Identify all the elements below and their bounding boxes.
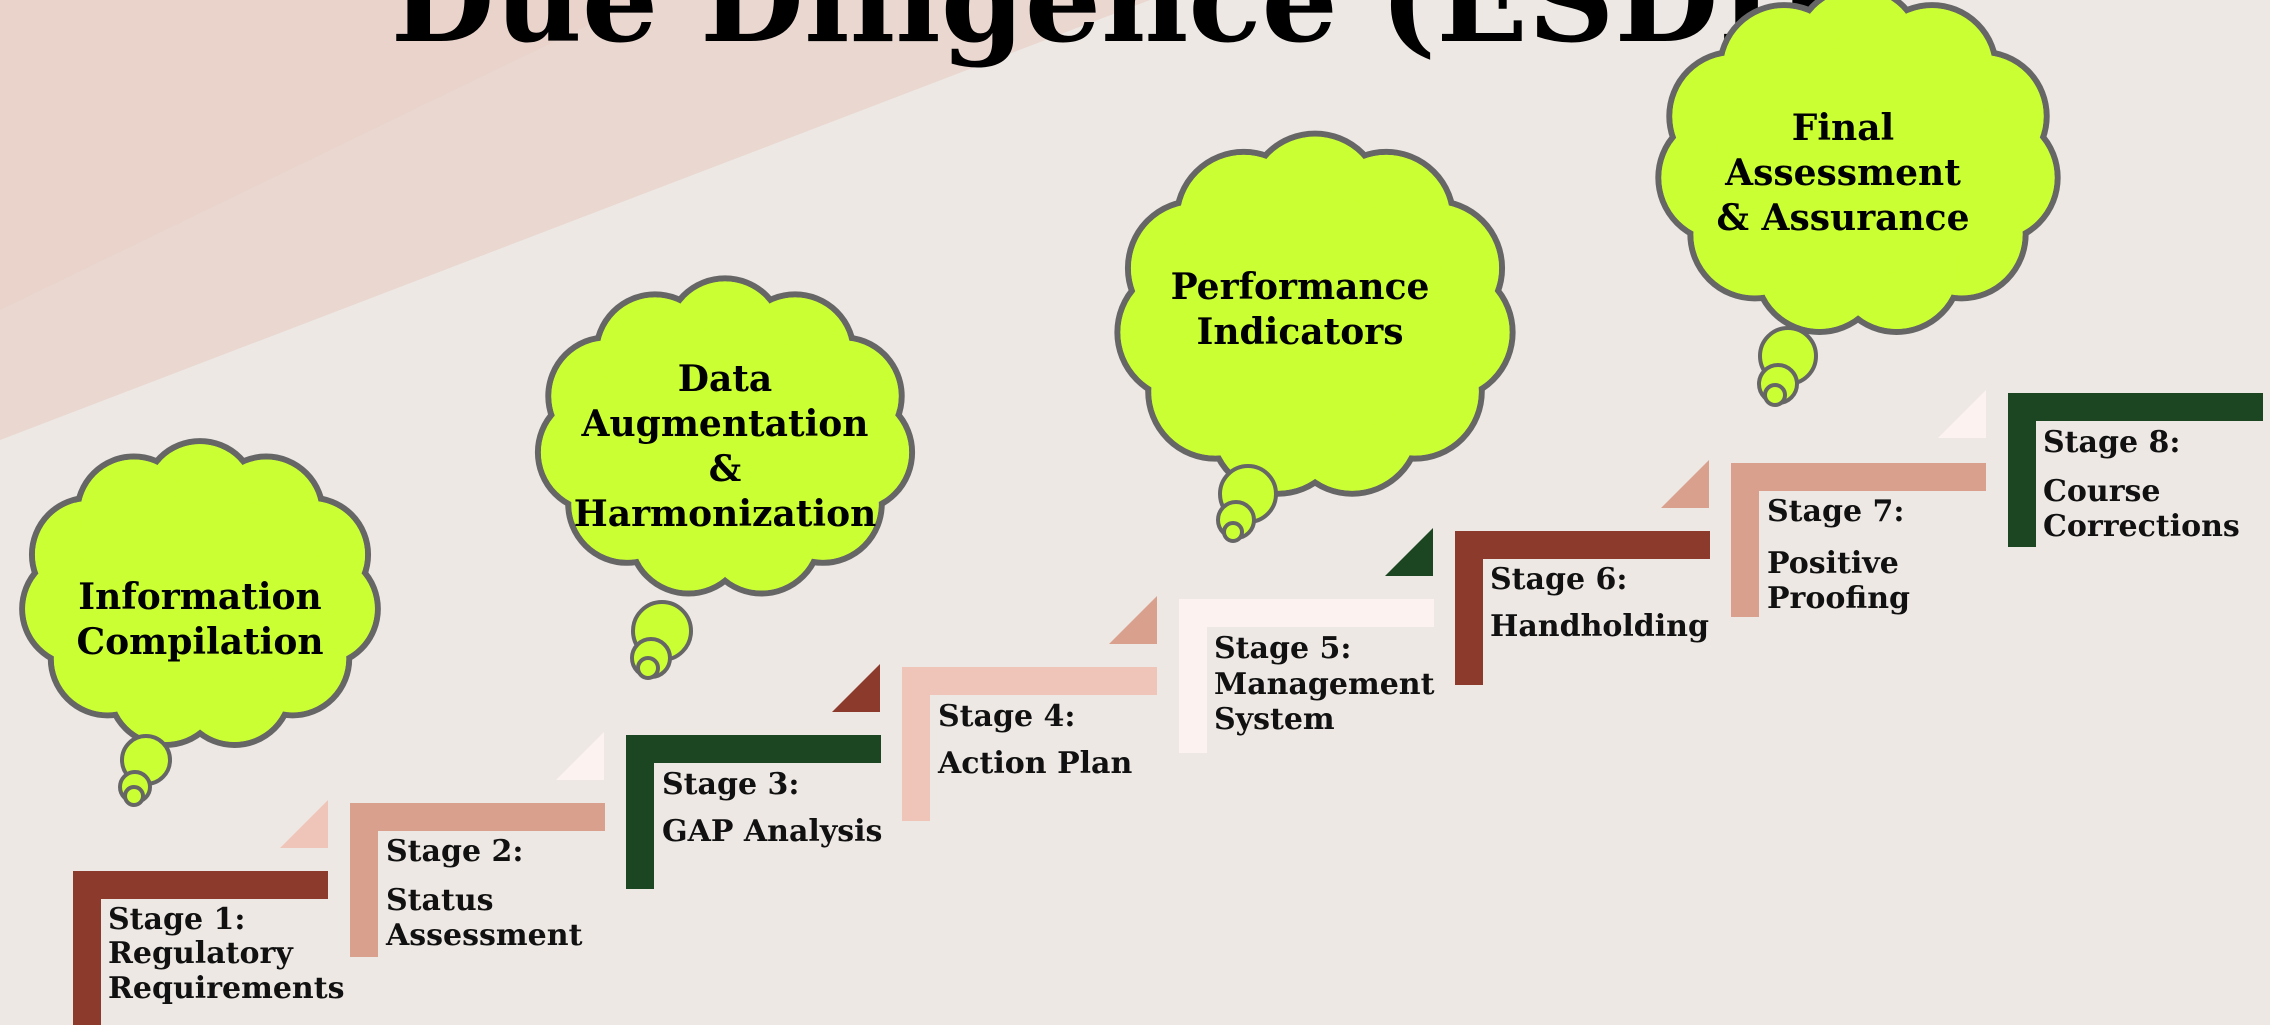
stage-4-label: Stage 4: (938, 699, 1076, 734)
step-triangle-7 (1938, 390, 1986, 438)
stage-4-name: Action Plan (938, 746, 1133, 781)
step-triangle-2 (556, 732, 604, 780)
stage-5-name: Management System (1214, 667, 1435, 737)
stage-6-label: Stage 6: (1490, 562, 1628, 597)
thought-cloud-2-label: Data Augmentation & Harmonization (573, 358, 877, 535)
thought-cloud-3-label: Performance Indicators (1170, 266, 1430, 353)
stage-1-name: Regulatory Requirements (108, 936, 345, 1006)
step-triangle-5 (1385, 528, 1433, 576)
stage-7-name: Positive Proofing (1767, 546, 1910, 616)
stage-6-name: Handholding (1490, 609, 1709, 644)
stage-2-name: Status Assessment (386, 883, 583, 953)
stage-3-name: GAP Analysis (662, 814, 883, 849)
stage-1-label: Stage 1: (108, 902, 246, 937)
step-triangle-1 (280, 800, 328, 848)
page-title: Due Diligence (ESDD) (0, 0, 2270, 72)
stage-2-label: Stage 2: (386, 834, 524, 869)
stage-3-label: Stage 3: (662, 767, 800, 802)
stage-8-name: Course Corrections (2043, 474, 2240, 544)
stage-7-label: Stage 7: (1767, 494, 1905, 529)
step-triangle-4 (1109, 596, 1157, 644)
thought-cloud-4-label: Final Assessment & Assurance (1716, 107, 1970, 239)
stage-5-label: Stage 5: (1214, 631, 1352, 666)
step-triangle-3 (832, 664, 880, 712)
step-triangle-6 (1661, 460, 1709, 508)
thought-cloud-1-label: Information Compilation (76, 576, 324, 663)
stage-8-label: Stage 8: (2043, 425, 2181, 460)
